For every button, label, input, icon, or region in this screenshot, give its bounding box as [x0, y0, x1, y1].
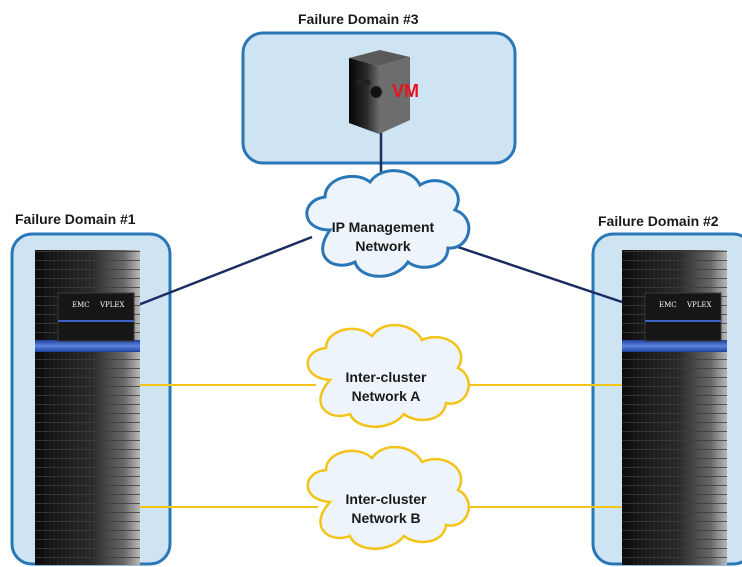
ip-mgmt-line1: IP Management: [332, 219, 435, 235]
vm-label: VM: [392, 81, 419, 101]
failure-domain-1-label: Failure Domain #1: [15, 211, 136, 227]
network-a-line1: Inter-cluster: [346, 369, 427, 385]
failure-domain-2-label: Failure Domain #2: [598, 213, 719, 229]
vplex-rack-2: EMC VPLEX: [622, 250, 727, 565]
inter-cluster-network-a-cloud: Inter-cluster Network A: [306, 323, 470, 428]
rack2-brand-label: EMC: [659, 301, 677, 309]
link-rack2-to-ip-mgmt: [451, 243, 623, 304]
inter-cluster-network-b-cloud: Inter-cluster Network B: [306, 445, 470, 550]
rack2-model-label: VPLEX: [686, 301, 712, 309]
vm-server: VM: [349, 50, 419, 134]
ip-management-network-cloud: IP Management Network: [305, 169, 471, 278]
link-rack1-to-ip-mgmt: [132, 235, 313, 309]
rack1-model-label: VPLEX: [99, 301, 125, 309]
ip-mgmt-line2: Network: [355, 238, 410, 254]
network-b-line1: Inter-cluster: [346, 491, 427, 507]
failure-domain-3-label: Failure Domain #3: [298, 11, 419, 27]
network-a-line2: Network A: [352, 388, 421, 404]
vplex-rack-1: EMC VPLEX: [35, 250, 140, 565]
network-b-line2: Network B: [351, 510, 420, 526]
rack1-brand-label: EMC: [72, 301, 90, 309]
